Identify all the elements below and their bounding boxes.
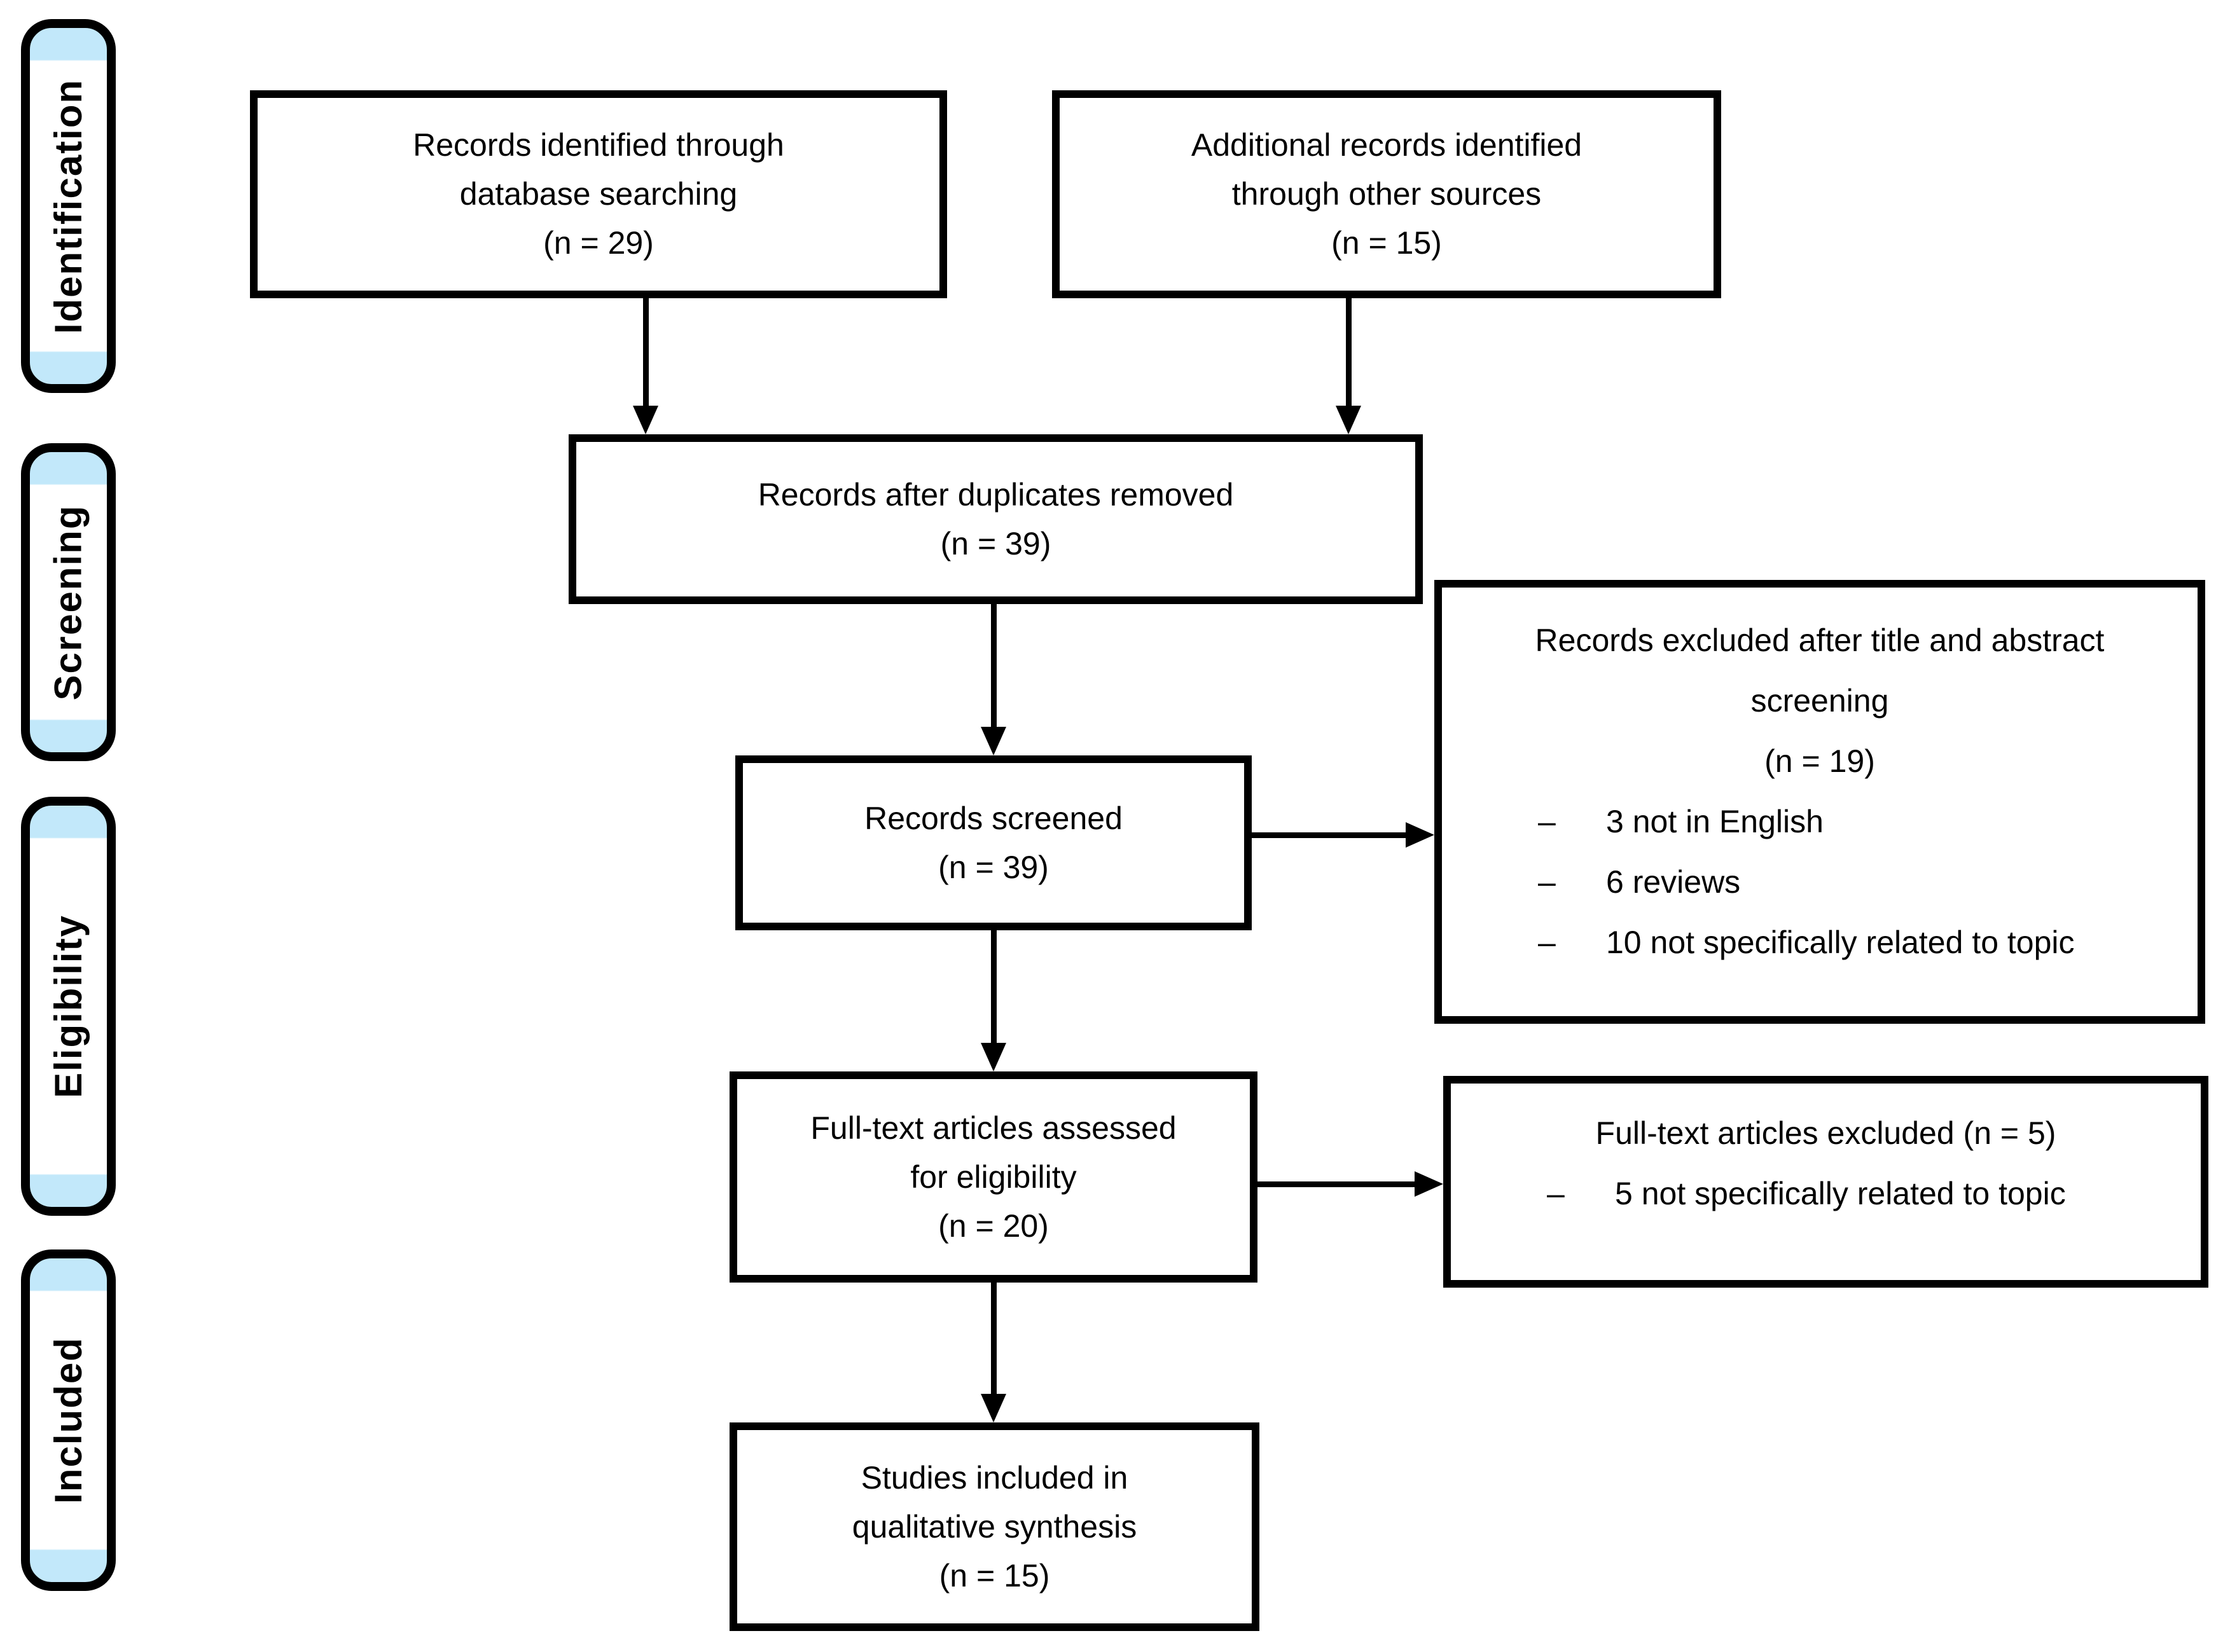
dash-bullet-glyph: –: [1547, 1176, 1565, 1211]
arrowhead-right-icon: [1415, 1171, 1443, 1197]
flow-box-records-screened: Records screened (n = 39): [735, 755, 1252, 930]
arrow-screened-to-fulltext: [991, 930, 997, 1043]
arrowhead-down-icon: [981, 1394, 1006, 1422]
flow-box-fulltext-assessed: Full-text articles assessed for eligibil…: [730, 1071, 1257, 1283]
arrow-additional-to-duplicates: [1346, 298, 1352, 406]
stage-label-included: Included: [47, 1337, 90, 1504]
records-excluded-screening-list: – 3 not in English – 6 reviews – 10 not …: [1442, 792, 2198, 973]
stage-box-screening: Screening: [21, 443, 116, 761]
arrow-fulltext-to-included: [991, 1283, 997, 1394]
stage-label-eligibility: Eligibility: [47, 914, 90, 1098]
flow-box-records-identified-text: Records identified through database sear…: [413, 127, 784, 261]
flow-box-fulltext-excluded: Full-text articles excluded (n = 5) – 5 …: [1443, 1076, 2208, 1288]
list-item-text: 5 not specifically related to topic: [1615, 1176, 2066, 1211]
list-item-text: 3 not in English: [1606, 804, 1824, 839]
stage-box-eligibility: Eligibility: [21, 797, 116, 1216]
arrowhead-down-icon: [1336, 406, 1361, 434]
dash-bullet-glyph: –: [1538, 804, 1556, 839]
flow-box-duplicates-removed-text: Records after duplicates removed (n = 39…: [758, 476, 1234, 561]
fulltext-excluded-title: Full-text articles excluded (n = 5): [1595, 1115, 2056, 1151]
records-excluded-screening-title: Records excluded after title and abstrac…: [1535, 623, 2105, 779]
arrow-identified-to-duplicates: [643, 298, 649, 406]
list-item: – 6 reviews: [1442, 852, 2198, 912]
arrow-duplicates-to-screened: [991, 604, 997, 727]
list-item: – 5 not specifically related to topic: [1451, 1164, 2201, 1224]
stage-label-screening: Screening: [47, 504, 90, 701]
flow-box-studies-included-text: Studies included in qualitative synthesi…: [852, 1459, 1137, 1593]
stage-box-included: Included: [21, 1249, 116, 1591]
arrow-screened-to-excluded: [1252, 832, 1406, 838]
dash-bullet-glyph: –: [1538, 864, 1556, 900]
flow-box-additional-records-text: Additional records identified through ot…: [1191, 127, 1582, 261]
arrowhead-down-icon: [981, 727, 1006, 755]
dash-bullet-glyph: –: [1538, 925, 1556, 960]
arrowhead-down-icon: [633, 406, 658, 434]
stage-label-identification: Identification: [47, 78, 90, 334]
flow-box-duplicates-removed: Records after duplicates removed (n = 39…: [569, 434, 1423, 604]
flow-box-records-screened-text: Records screened (n = 39): [864, 800, 1123, 885]
arrowhead-down-icon: [981, 1043, 1006, 1071]
flow-box-fulltext-assessed-text: Full-text articles assessed for eligibil…: [810, 1110, 1177, 1244]
arrowhead-right-icon: [1406, 822, 1434, 848]
list-item: – 3 not in English: [1442, 792, 2198, 852]
flow-box-additional-records: Additional records identified through ot…: [1052, 90, 1721, 298]
list-item: – 10 not specifically related to topic: [1442, 912, 2198, 973]
stage-box-identification: Identification: [21, 19, 116, 393]
arrow-fulltext-to-excluded: [1257, 1181, 1415, 1187]
list-item-text: 6 reviews: [1606, 864, 1741, 900]
flow-box-records-excluded-screening: Records excluded after title and abstrac…: [1434, 580, 2205, 1024]
flow-box-studies-included: Studies included in qualitative synthesi…: [730, 1422, 1259, 1631]
fulltext-excluded-list: – 5 not specifically related to topic: [1451, 1164, 2201, 1224]
list-item-text: 10 not specifically related to topic: [1606, 925, 2075, 960]
flow-box-records-identified: Records identified through database sear…: [250, 90, 947, 298]
